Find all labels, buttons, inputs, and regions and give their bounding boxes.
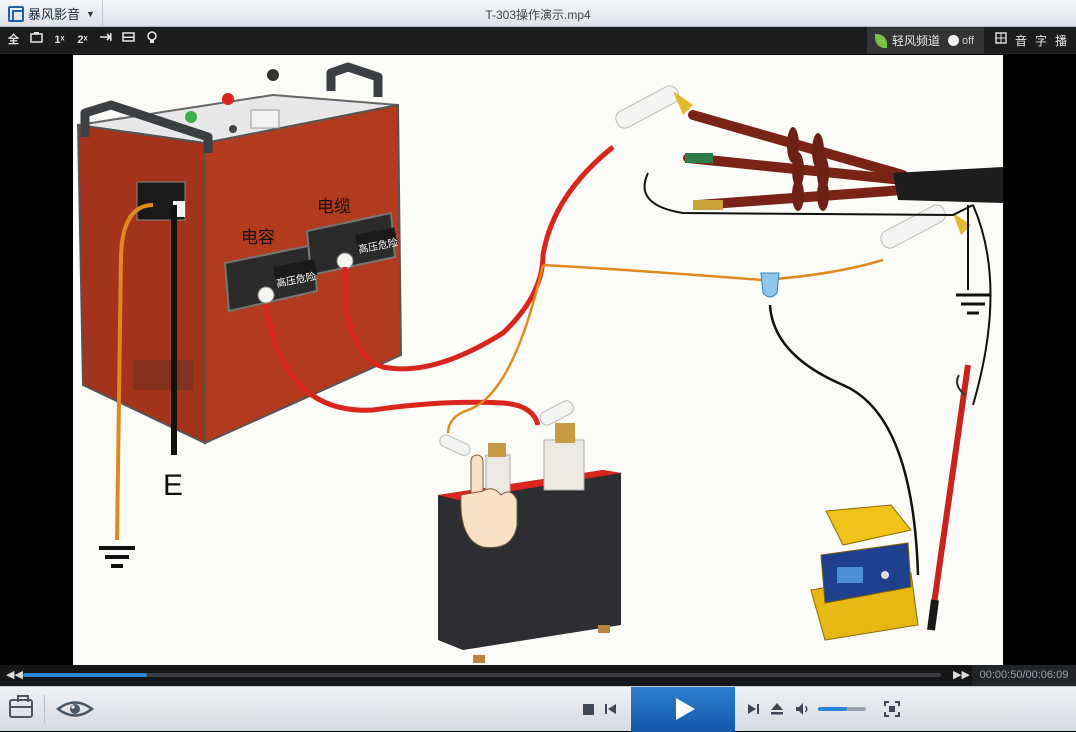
fullscreen-toggle-button[interactable]: 全 xyxy=(8,34,19,46)
subtitle-button[interactable]: 字 xyxy=(1034,34,1047,48)
video-frame[interactable]: 电容 电缆 高压危险 高压危险 E xyxy=(73,55,1003,665)
probe-lower xyxy=(880,204,946,249)
sensing-wire xyxy=(542,258,884,282)
screenshot-icon[interactable] xyxy=(29,31,44,49)
channel-panel[interactable]: 轻风频道 off xyxy=(866,27,984,54)
playlist-button[interactable]: 播 xyxy=(1054,34,1067,48)
chevron-down-icon: ▼ xyxy=(86,8,95,19)
fast-forward-icon[interactable]: ▶▶ xyxy=(953,669,970,681)
test-instrument xyxy=(76,62,403,445)
hand-pointer-icon xyxy=(460,454,518,549)
rewind-icon[interactable]: ◀◀ xyxy=(6,669,23,681)
fit-width-icon[interactable] xyxy=(98,31,113,49)
time-display: 00:00:50/00:06:09 xyxy=(972,665,1076,686)
volume-level xyxy=(818,707,847,711)
leaf-icon xyxy=(874,33,887,48)
window-title: T-303操作演示.mp4 xyxy=(485,8,591,22)
eject-icon[interactable] xyxy=(770,701,784,717)
ground-wire xyxy=(115,203,154,541)
stop-button[interactable] xyxy=(583,704,594,715)
hook-lead xyxy=(972,204,992,406)
hv-cable-to-capacitor xyxy=(263,304,541,426)
hv-cable-to-termination xyxy=(342,145,615,372)
toggle-knob xyxy=(947,35,959,46)
seek-row: ◀◀ ▶▶ 00:00:50/00:06:09 xyxy=(0,665,1076,686)
top-toolbar: 全 1ˣ 2ˣ 轻风频道 off 音 字 xyxy=(0,27,1076,54)
ground-symbol-right xyxy=(956,293,990,315)
insulated-rod xyxy=(928,364,971,626)
sensing-wire-capacitor xyxy=(446,264,545,434)
seek-progress xyxy=(23,673,148,677)
ground-symbol-left xyxy=(99,546,135,568)
video-scene: 电容 电缆 高压危险 高压危险 E xyxy=(76,62,1003,663)
mini-mode-icon[interactable] xyxy=(121,31,136,49)
fullscreen-icon[interactable] xyxy=(884,701,900,717)
zoom-1x-button[interactable]: 1ˣ xyxy=(54,34,65,46)
zoom-2x-button[interactable]: 2ˣ xyxy=(77,34,88,46)
eye-icon[interactable] xyxy=(55,699,95,719)
channel-label: 轻风频道 xyxy=(891,34,940,48)
capacitor xyxy=(438,423,621,663)
title-bar: 暴风影音 ▼ T-303操作演示.mp4 xyxy=(0,0,1076,27)
toolbox-icon[interactable] xyxy=(9,695,33,718)
video-area[interactable]: 电容 电缆 高压危险 高压危险 E xyxy=(0,55,1076,665)
control-bar xyxy=(0,686,1076,732)
measuring-device xyxy=(810,504,919,641)
next-icon[interactable] xyxy=(746,701,760,717)
clamp-upper xyxy=(673,91,693,115)
channel-toggle[interactable]: off xyxy=(947,34,974,47)
seek-bar[interactable] xyxy=(23,673,941,677)
sensor-clip xyxy=(760,272,780,298)
probe-upper xyxy=(615,85,680,129)
cable-termination xyxy=(683,110,1003,211)
audio-button[interactable]: 音 xyxy=(1014,34,1027,48)
probe-capacitor-small xyxy=(439,434,471,456)
toggle-state: off xyxy=(961,34,974,47)
capacitor-label: 电容 xyxy=(241,228,275,247)
play-button[interactable] xyxy=(631,687,735,732)
app-logo-icon xyxy=(8,5,24,22)
app-menu-button[interactable]: 暴风影音 ▼ xyxy=(8,4,95,23)
rod-hook xyxy=(956,374,966,396)
rod-grip xyxy=(927,599,939,631)
app-name: 暴风影音 xyxy=(28,7,81,22)
cable-label: 电缆 xyxy=(317,197,351,216)
control-divider xyxy=(44,695,45,723)
sensor-cable xyxy=(768,304,920,576)
earth-terminal-label: E xyxy=(163,469,183,502)
volume-slider[interactable] xyxy=(818,707,866,711)
light-bulb-icon[interactable] xyxy=(144,31,159,49)
volume-icon[interactable] xyxy=(795,701,811,717)
probe-capacitor xyxy=(539,400,574,426)
picture-settings-icon[interactable] xyxy=(994,32,1008,49)
title-divider xyxy=(102,0,103,27)
previous-icon[interactable] xyxy=(604,701,618,717)
shield-wire xyxy=(643,172,974,217)
clamp-lower xyxy=(953,213,971,235)
